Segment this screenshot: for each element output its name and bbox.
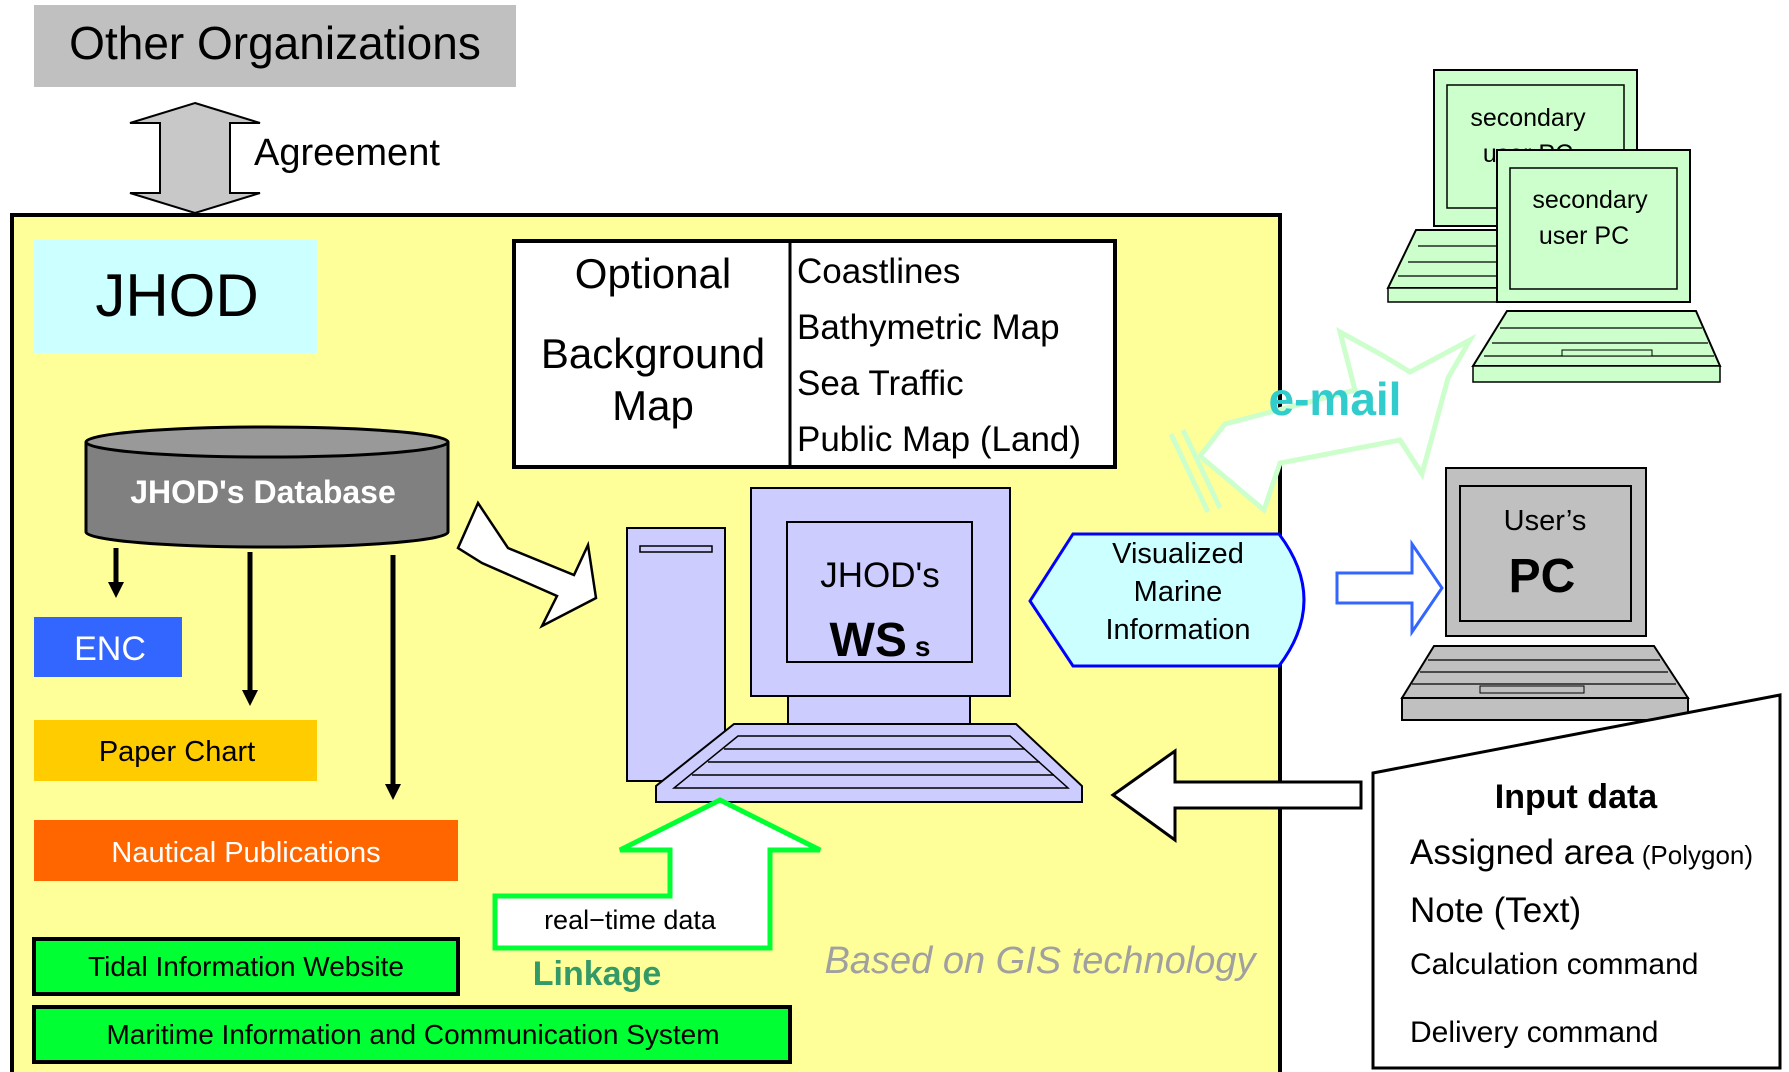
jhod-title-box bbox=[34, 240, 317, 353]
database-label: JHOD's Database bbox=[130, 474, 396, 510]
secondary-pc-front-line2: user PC bbox=[1539, 222, 1629, 250]
input-data-box bbox=[1371, 693, 1782, 1070]
other-organizations-label: Other Organizations bbox=[69, 17, 481, 69]
visualized-marine-info-shape bbox=[1028, 532, 1306, 668]
secondary-pc-back-line1: secondary bbox=[1470, 104, 1586, 132]
background-map-item-public-map: Public Map (Land) bbox=[797, 420, 1081, 459]
background-map-item-bathymetric: Bathymetric Map bbox=[797, 308, 1060, 347]
background-map-item-coastlines: Coastlines bbox=[797, 252, 960, 291]
enc-box bbox=[34, 617, 182, 677]
background-map-title-3: Map bbox=[612, 382, 694, 429]
background-map-title-1: Optional bbox=[575, 250, 731, 297]
background-map-table bbox=[512, 239, 1117, 469]
visualized-line1: Visualized bbox=[1112, 538, 1244, 570]
arrow-to-users-pc bbox=[1335, 539, 1444, 637]
input-data-calc: Calculation command bbox=[1410, 948, 1698, 981]
users-pc bbox=[1400, 467, 1690, 721]
nautical-publications-box bbox=[34, 820, 458, 881]
paper-chart-box bbox=[34, 720, 317, 781]
visualized-line3: Information bbox=[1105, 614, 1250, 646]
agreement-label: Agreement bbox=[254, 132, 440, 174]
nautical-publications-label: Nautical Publications bbox=[111, 837, 380, 869]
ws-label-line1: JHOD's bbox=[820, 556, 939, 595]
users-pc-line1: User’s bbox=[1504, 505, 1587, 537]
tidal-website-box bbox=[32, 937, 460, 996]
agreement-arrow bbox=[129, 101, 261, 215]
linkage-arrow bbox=[492, 797, 822, 951]
other-organizations-box bbox=[34, 5, 516, 87]
workstation-computer bbox=[626, 487, 1083, 803]
email-arrow bbox=[1196, 327, 1477, 515]
paper-chart-label: Paper Chart bbox=[99, 736, 255, 768]
linkage-arrow-label: real−time data bbox=[544, 905, 717, 935]
tidal-website-label: Tidal Information Website bbox=[88, 951, 404, 982]
email-arrow-tail-stripe-1 bbox=[1180, 428, 1223, 510]
arrow-input-to-ws bbox=[1110, 748, 1363, 843]
linkage-label: Linkage bbox=[533, 955, 661, 993]
email-arrow-tail-stripe-2 bbox=[1168, 432, 1211, 514]
email-label: e-mail bbox=[1269, 373, 1402, 425]
background-map-item-sea-traffic: Sea Traffic bbox=[797, 364, 964, 403]
input-data-note: Note (Text) bbox=[1410, 891, 1581, 930]
gis-note: Based on GIS technology bbox=[825, 940, 1258, 982]
users-pc-line2: PC bbox=[1509, 550, 1576, 603]
input-data-delivery: Delivery command bbox=[1410, 1016, 1658, 1049]
input-data-assigned: Assigned area(Polygon) bbox=[1410, 833, 1753, 872]
background-map-title-2: Background bbox=[541, 330, 765, 377]
enc-label: ENC bbox=[74, 630, 146, 668]
jhod-title: JHOD bbox=[95, 262, 258, 329]
secondary-pc-front-line1: secondary bbox=[1532, 186, 1648, 214]
micsys-box bbox=[32, 1005, 792, 1064]
database-cylinder bbox=[84, 425, 450, 549]
micsys-label: Maritime Information and Communication S… bbox=[106, 1019, 719, 1050]
secondary-pc-front bbox=[1471, 149, 1722, 383]
visualized-line2: Marine bbox=[1134, 576, 1223, 608]
input-data-title: Input data bbox=[1495, 778, 1659, 816]
arrow-db-to-ws bbox=[456, 500, 598, 629]
